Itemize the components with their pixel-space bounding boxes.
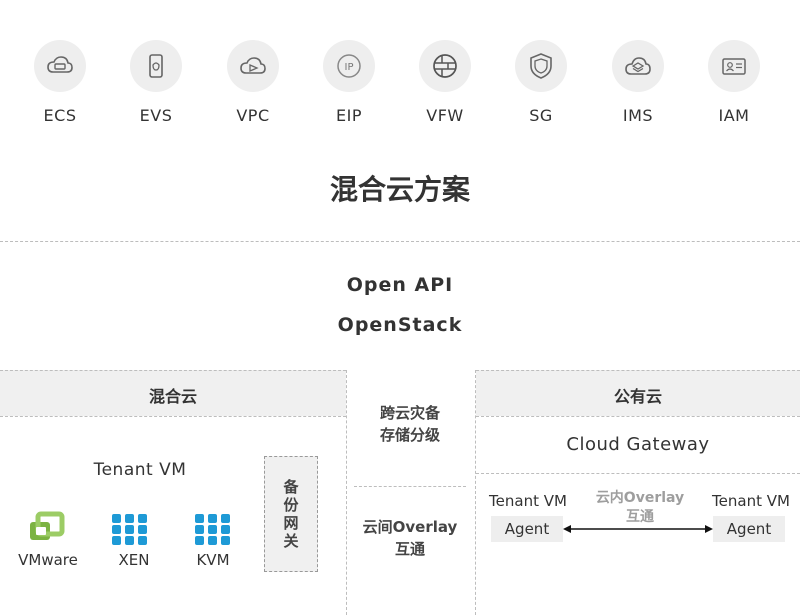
ip-icon: IP xyxy=(323,40,375,92)
text-line: 互通 xyxy=(626,509,654,525)
service-label: SG xyxy=(529,106,553,125)
divider xyxy=(476,473,800,474)
backup-gateway-char: 备 xyxy=(283,478,299,496)
service-ims: IMS xyxy=(598,40,678,125)
hypervisor-label: XEN xyxy=(118,551,150,569)
hybrid-cloud-band xyxy=(0,370,346,416)
public-cloud-header: 公有云 xyxy=(613,387,662,406)
cloud-gateway-label: Cloud Gateway xyxy=(566,434,710,455)
divider xyxy=(0,241,800,242)
service-vpc: VPC xyxy=(213,40,293,125)
text-line: 云间Overlay xyxy=(362,518,458,536)
backup-gateway-box: 备 份 网 关 xyxy=(264,456,318,572)
xen-icon xyxy=(108,512,152,546)
tenant-vm-right-label: Tenant VM xyxy=(712,492,790,510)
open-api-label: Open API xyxy=(346,274,454,296)
cross-cloud-dr-label: 跨云灾备 存储分级 xyxy=(348,402,472,446)
hypervisor-label: KVM xyxy=(196,551,230,569)
public-cloud-band xyxy=(476,370,800,416)
service-vfw: VFW xyxy=(405,40,485,125)
service-label: IMS xyxy=(622,106,654,125)
agent-right: Agent xyxy=(713,516,785,542)
backup-gateway-char: 网 xyxy=(283,514,299,532)
backup-gateway-char: 关 xyxy=(283,532,299,550)
column-separator xyxy=(475,370,476,615)
service-sg: SG xyxy=(501,40,581,125)
service-label: VPC xyxy=(236,106,270,125)
divider xyxy=(476,370,800,371)
column-separator xyxy=(346,370,347,615)
kvm-icon xyxy=(191,512,235,546)
server-icon xyxy=(34,40,86,92)
intra-cloud-overlay-label: 云内Overlay 互通 xyxy=(580,489,700,527)
service-label: ECS xyxy=(43,106,77,125)
service-label: IAM xyxy=(718,106,750,125)
service-evs: EVS xyxy=(116,40,196,125)
service-eip: IP EIP xyxy=(309,40,389,125)
cloud-network-icon xyxy=(227,40,279,92)
image-layers-icon xyxy=(612,40,664,92)
divider xyxy=(476,416,800,417)
text-line: 云内Overlay xyxy=(595,490,685,506)
agent-left: Agent xyxy=(491,516,563,542)
backup-gateway-char: 份 xyxy=(283,496,299,514)
text-line: 存储分级 xyxy=(379,426,440,444)
tenant-vm-label: Tenant VM xyxy=(93,460,187,480)
id-card-icon xyxy=(708,40,760,92)
page-title: 混合云方案 xyxy=(329,173,470,206)
text-line: 互通 xyxy=(394,540,425,558)
divider xyxy=(354,486,466,487)
hybrid-cloud-header: 混合云 xyxy=(148,387,197,406)
divider xyxy=(0,416,346,417)
service-label: VFW xyxy=(426,106,464,125)
service-label: EIP xyxy=(336,106,362,125)
divider xyxy=(0,370,346,371)
service-label: EVS xyxy=(139,106,173,125)
bidirectional-arrow xyxy=(563,525,713,533)
firewall-icon xyxy=(419,40,471,92)
vmware-icon xyxy=(26,510,70,546)
disk-icon xyxy=(130,40,182,92)
text-line: 跨云灾备 xyxy=(379,404,440,422)
openstack-label: OpenStack xyxy=(337,314,463,336)
inter-cloud-overlay-label: 云间Overlay 互通 xyxy=(348,516,472,560)
service-ecs: ECS xyxy=(20,40,100,125)
service-iam: IAM xyxy=(694,40,774,125)
tenant-vm-left-label: Tenant VM xyxy=(489,492,567,510)
shield-icon xyxy=(515,40,567,92)
hypervisor-label: VMware xyxy=(18,551,78,569)
svg-text:IP: IP xyxy=(345,62,354,73)
